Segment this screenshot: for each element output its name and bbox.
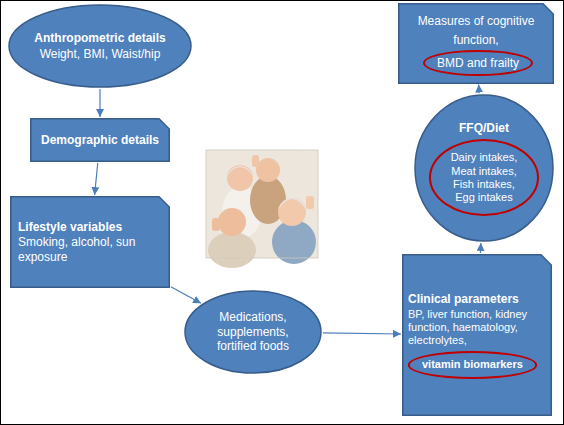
highlighted-text: vitamin biomarkers: [408, 351, 537, 378]
node-heading: Demographic details: [37, 133, 163, 147]
flow-arrow: [171, 287, 201, 304]
flow-arrow: [478, 84, 480, 93]
thumb: [306, 196, 314, 209]
person-hair: [219, 210, 245, 216]
person-head: [227, 165, 253, 191]
node-content: FFQ/DietDairy intakes, Meat intakes, Fis…: [427, 120, 542, 216]
person-hair: [278, 198, 306, 210]
node-content: Lifestyle variablesSmoking, alcohol, sun…: [18, 219, 162, 265]
ellipse-node: Medications, supplements, fortified food…: [184, 290, 322, 374]
process-box: Lifestyle variablesSmoking, alcohol, sun…: [10, 196, 170, 288]
highlighted-text: BMD and frailty: [423, 50, 533, 76]
node-text: Medications, supplements, fortified food…: [199, 310, 307, 353]
ellipse-node: Anthropometric detailsWeight, BMI, Waist…: [8, 4, 192, 88]
thumb: [212, 218, 220, 231]
node-text: Weight, BMI, Waist/hip: [25, 47, 176, 61]
ellipse-shape: [9, 5, 191, 87]
person-head: [218, 208, 246, 236]
process-box: Demographic details: [30, 118, 170, 162]
snip-box-shape: [403, 255, 552, 416]
node-heading: Clinical parameters: [408, 292, 546, 306]
flow-arrow: [95, 163, 98, 195]
node-heading: FFQ/Diet: [427, 121, 542, 135]
highlighted-text: Dairy intakes, Meat intakes, Fish intake…: [429, 139, 539, 216]
snip-box-shape: [31, 119, 170, 162]
node-heading: Lifestyle variables: [18, 220, 162, 234]
node-outline: [8, 4, 192, 88]
flow-arrow: [323, 333, 401, 334]
photo-border: [206, 150, 318, 258]
node-text: Smoking, alcohol, sun exposure: [18, 235, 162, 264]
person-head: [278, 198, 306, 226]
person-body: [272, 220, 316, 264]
person-body: [208, 232, 256, 268]
ellipse-node: FFQ/DietDairy intakes, Meat intakes, Fis…: [414, 94, 554, 242]
person-head: [256, 158, 280, 182]
node-content: Anthropometric detailsWeight, BMI, Waist…: [25, 30, 176, 62]
node-content: Medications, supplements, fortified food…: [199, 309, 307, 354]
ellipse-shape: [185, 291, 321, 373]
node-content: Measures of cognitive function, BMD and f…: [404, 10, 548, 77]
node-heading: Anthropometric details: [25, 31, 176, 45]
process-box: Measures of cognitive function, BMD and f…: [398, 3, 554, 84]
photo-illustration: [206, 150, 318, 268]
ellipse-shape: [415, 95, 553, 241]
node-text: BP, liver function, kidney function, hae…: [408, 308, 546, 348]
snip-box-shape: [11, 197, 170, 288]
person-hair: [227, 166, 253, 176]
node-content: Demographic details: [37, 132, 163, 148]
node-text: Measures of cognitive function,: [418, 14, 535, 47]
process-box: Clinical parametersBP, liver function, k…: [402, 254, 552, 416]
node-content: Clinical parametersBP, liver function, k…: [408, 291, 546, 378]
flow-arrow: [480, 243, 482, 253]
flow-arrow: [99, 89, 100, 117]
thumb: [252, 155, 259, 167]
person-hair: [256, 159, 280, 168]
snip-box-shape: [399, 3, 554, 83]
